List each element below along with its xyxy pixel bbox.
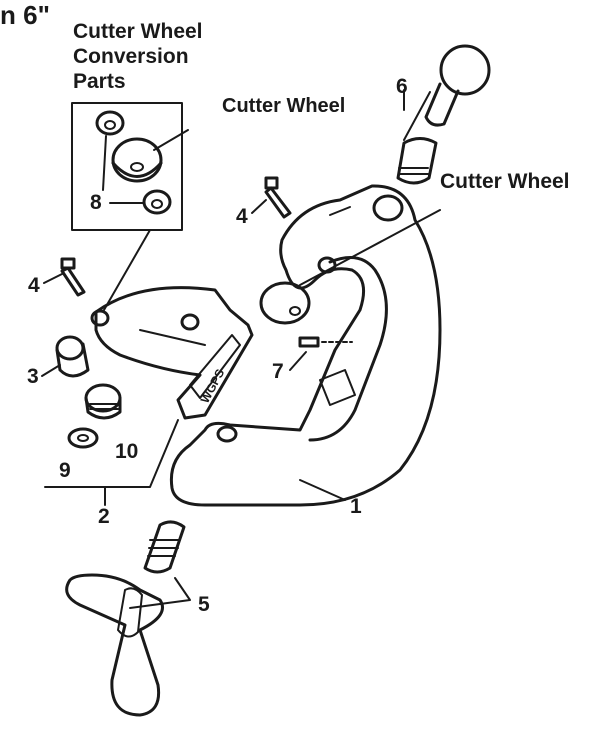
conversion-title-line-2: Conversion xyxy=(73,45,189,68)
conversion-parts-box xyxy=(71,102,183,231)
heading-cutter-wheel-right: Cutter Wheel xyxy=(440,170,570,193)
t-handle xyxy=(65,573,164,717)
pin xyxy=(298,336,353,348)
conversion-small-wheel-top xyxy=(95,110,125,136)
heading-cutter-wheel-top: Cutter Wheel xyxy=(222,95,346,117)
page-title-fragment: n 6" xyxy=(0,0,50,30)
washer xyxy=(67,427,99,449)
label-part-4-left: 4 xyxy=(28,274,40,297)
conversion-cutter-wheel xyxy=(111,137,163,183)
label-part-2: 2 xyxy=(98,505,110,528)
handle-top xyxy=(396,44,491,185)
label-part-10: 10 xyxy=(115,440,139,463)
conversion-box-title: Cutter Wheel Conversion Parts xyxy=(73,19,203,94)
conversion-small-wheel-bottom xyxy=(142,189,172,215)
label-part-5: 5 xyxy=(198,593,210,616)
conversion-title-line-1: Cutter Wheel xyxy=(73,20,203,43)
label-part-1: 1 xyxy=(350,495,362,518)
label-part-8: 8 xyxy=(90,191,102,214)
feed-screw xyxy=(84,383,122,420)
conversion-title-line-3: Parts xyxy=(73,70,126,93)
label-part-3: 3 xyxy=(27,365,39,388)
screw-top xyxy=(264,176,292,219)
label-part-4-top: 4 xyxy=(236,205,248,228)
screw-left xyxy=(60,257,86,297)
cutter-wheel-mounted xyxy=(259,281,311,325)
label-part-7: 7 xyxy=(272,360,284,383)
carriage xyxy=(90,286,254,420)
feed-screw-rod xyxy=(143,520,186,574)
label-part-6: 6 xyxy=(396,75,408,98)
roller xyxy=(55,335,90,378)
label-part-9: 9 xyxy=(59,459,71,482)
